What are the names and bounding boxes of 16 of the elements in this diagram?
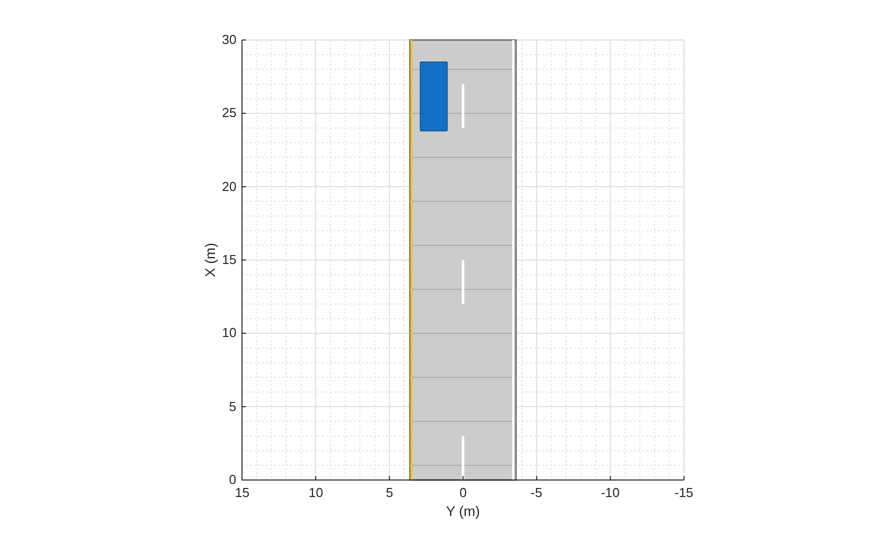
tick-label: 0 (229, 473, 236, 487)
tick-label: 10 (222, 326, 236, 340)
tick-label: 25 (222, 106, 236, 120)
tick-label: 15 (235, 486, 250, 500)
tick-label: 10 (308, 486, 324, 500)
tick-label: 0 (460, 486, 467, 500)
tick-label: 15 (222, 253, 236, 267)
axis-label: Y (m) (446, 504, 480, 518)
tick-label: 5 (229, 400, 236, 414)
tick-label: -10 (600, 486, 620, 500)
tick-label: 5 (386, 486, 394, 500)
tick-label: 30 (222, 33, 236, 47)
tick-label: -15 (674, 486, 694, 500)
tick-label: -5 (530, 486, 542, 500)
axis-label: X (m) (203, 242, 218, 278)
tick-label: 20 (222, 180, 236, 194)
